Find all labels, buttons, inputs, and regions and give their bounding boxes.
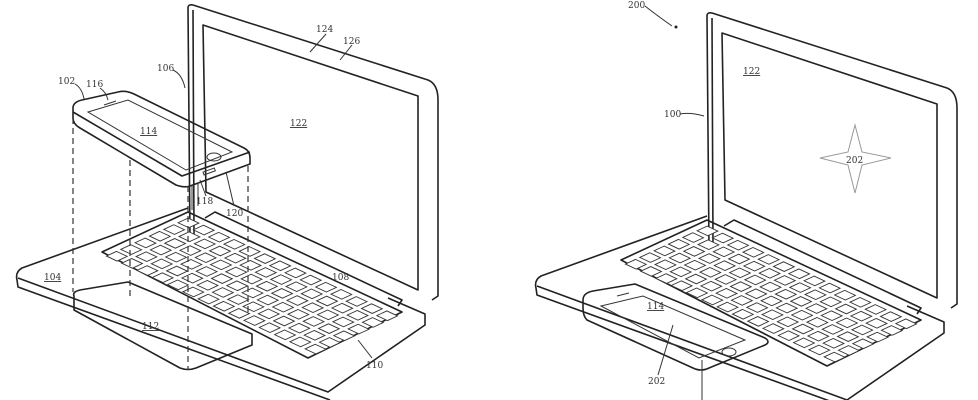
phone-recess (72, 281, 253, 371)
label-200: 200 (628, 1, 645, 11)
label-110: 110 (366, 361, 383, 371)
label-202-phone: 202 (648, 377, 665, 387)
label-124: 124 (316, 25, 333, 35)
label-108: 108 (332, 273, 349, 283)
label-102: 102 (58, 77, 75, 87)
label-112: 112 (142, 322, 159, 332)
label-114: 114 (140, 127, 157, 137)
phone-left (72, 90, 251, 188)
laptop-right (534, 12, 958, 400)
label-106: 106 (157, 64, 174, 74)
label-122: 122 (290, 119, 307, 129)
laptop-left (15, 4, 439, 400)
label-120: 120 (226, 209, 243, 219)
label-100: 100 (664, 110, 681, 120)
label-104: 104 (44, 273, 61, 283)
label-126: 126 (343, 37, 360, 47)
label-122-right: 122 (743, 67, 760, 77)
label-202-display: 202 (846, 156, 863, 166)
docked-phone (582, 283, 769, 371)
label-116: 116 (86, 80, 103, 90)
display-icon-star (819, 123, 892, 194)
label-118: 118 (196, 197, 213, 207)
label-114-right: 114 (647, 302, 664, 312)
